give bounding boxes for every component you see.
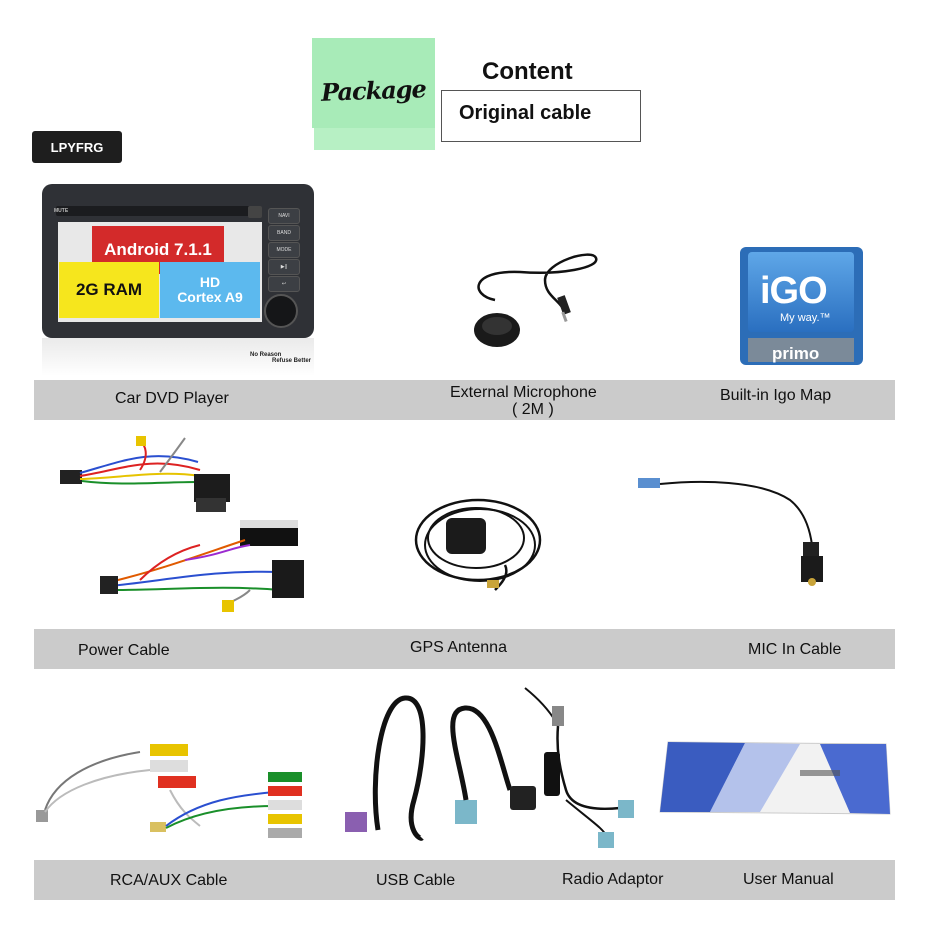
caption-band-row2 — [34, 629, 895, 669]
volume-knob — [264, 294, 298, 328]
label-rca-aux-cable: RCA/AUX Cable — [110, 872, 228, 889]
label-car-dvd-player: Car DVD Player — [115, 390, 229, 407]
cpu-label: Cortex A9 — [177, 289, 243, 305]
cpu-tag: HD Cortex A9 — [160, 262, 260, 318]
igo-word: iGO — [760, 270, 828, 312]
content-title: Content — [482, 58, 573, 85]
package-label-box — [312, 38, 435, 150]
caption-band-row3 — [34, 860, 895, 900]
mode-button: MODE — [268, 242, 300, 258]
player-reflection — [42, 338, 314, 376]
label-user-manual: User Manual — [743, 871, 834, 888]
igo-logo-panel — [748, 252, 854, 332]
navi-button: NAVI — [268, 208, 300, 224]
band-button: BAND — [268, 225, 300, 241]
disc-slot — [56, 206, 256, 216]
label-microphone-length: ( 2M ) — [512, 401, 554, 418]
brand-badge: LPYFRG — [32, 131, 122, 163]
package-label: Package — [320, 74, 427, 107]
mute-label: MUTE — [54, 208, 69, 214]
slogan-line-2: Refuse Better — [272, 358, 312, 364]
label-external-microphone: External Microphone — [450, 384, 597, 401]
label-usb-cable: USB Cable — [376, 872, 456, 889]
back-button: ↩ — [268, 276, 300, 292]
play-pause-button: ▶|| — [268, 259, 300, 275]
slogan-line-1: No Reason — [250, 352, 282, 358]
label-power-cable: Power Cable — [78, 642, 170, 659]
igo-edition-strip — [748, 338, 854, 362]
label-mic-in-cable: MIC In Cable — [748, 641, 842, 658]
label-radio-adaptor: Radio Adaptor — [562, 871, 664, 888]
original-cable-box — [441, 90, 641, 142]
caption-band-row1 — [34, 380, 895, 420]
label-igo-map: Built-in Igo Map — [720, 387, 832, 404]
igo-tagline: My way.™ — [780, 312, 831, 324]
ram-tag: 2G RAM — [59, 262, 159, 318]
igo-edition: primo — [772, 344, 820, 363]
label-gps-antenna: GPS Antenna — [410, 639, 507, 656]
original-cable-label: Original cable — [459, 102, 592, 124]
eject-button — [248, 206, 262, 218]
hd-label: HD — [199, 274, 221, 290]
